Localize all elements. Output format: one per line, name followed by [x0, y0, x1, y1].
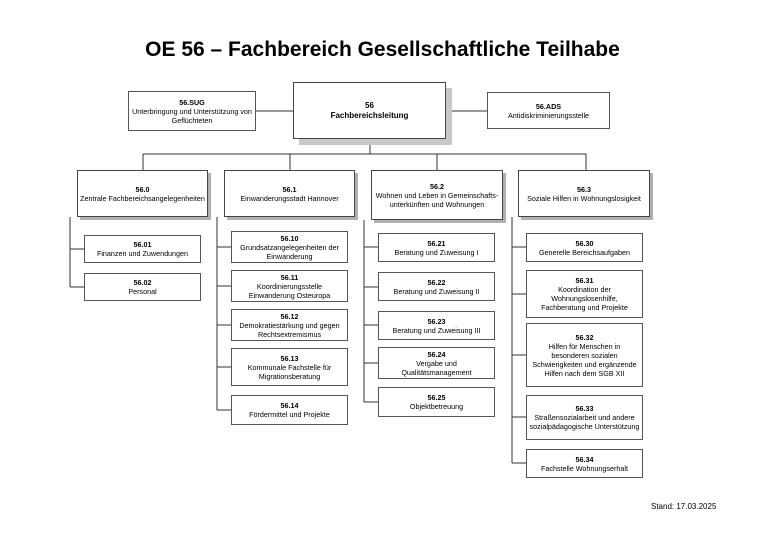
- unit-code: 56.24: [427, 349, 446, 359]
- unit-box-56-33: 56.33 Straßensozialarbeit und andere soz…: [526, 395, 643, 440]
- unit-name: Beratung und Zuweisung II: [393, 286, 480, 296]
- dept-box-56-2: 56.2 Wohnen und Leben in Gemeinschafts-u…: [371, 170, 503, 220]
- unit-code: 56.14: [280, 401, 299, 410]
- unit-name: Finanzen und Zuwendungen: [96, 249, 189, 258]
- unit-code: 56.22: [427, 277, 446, 287]
- unit-code: 56.12: [280, 311, 299, 321]
- stand-date: Stand: 17.03.2025: [651, 502, 717, 511]
- unit-code: 56.10: [280, 233, 299, 243]
- unit-name: Beratung und Zuweisung I: [394, 247, 479, 257]
- unit-name: Koordinierungsstelle Einwanderung Osteur…: [248, 281, 331, 300]
- dept-name: Zentrale Fachbereichsangelegenheiten: [80, 193, 205, 203]
- dept-name: Soziale Hilfen in Wohnungslosigkeit: [527, 193, 641, 203]
- unit-box-56-25: 56.25 Objektbetreuung: [378, 387, 495, 417]
- page-title: OE 56 – Fachbereich Gesellschaftliche Te…: [145, 38, 620, 61]
- unit-name: Grundsatzangelegenheiten der Einwanderun…: [240, 242, 339, 261]
- unit-code: 56.31: [575, 276, 594, 285]
- unit-code: 56.02: [133, 278, 152, 287]
- unit-name: Straßensozialarbeit und andere sozialpäd…: [529, 413, 640, 431]
- unit-name: Unterbringung und Unterstützung von Gefl…: [132, 106, 252, 125]
- staff-box-56-ads: 56.ADS Antidiskriminierungsstelle: [487, 92, 610, 129]
- unit-box-56-12: 56.12 Demokratiestärkung und gegen Recht…: [231, 309, 348, 341]
- unit-box-56-24: 56.24 Vergabe und Qualitätsmanagement: [378, 347, 495, 379]
- unit-name: Antidiskriminierungsstelle: [507, 110, 590, 120]
- dept-name: Einwanderungsstadt Hannover: [240, 193, 339, 203]
- unit-code: 56.34: [575, 454, 594, 464]
- unit-box-56-30: 56.30 Generelle Bereichsaufgaben: [526, 233, 643, 262]
- dept-code: 56.0: [135, 184, 150, 194]
- unit-code: 56.SUG: [179, 97, 205, 107]
- unit-box-56-32: 56.32 Hilfen für Menschen in besonderen …: [526, 323, 643, 387]
- unit-code: 56.23: [427, 316, 446, 326]
- unit-box-56-23: 56.23 Beratung und Zuweisung III: [378, 311, 495, 340]
- head-box-56: 56 Fachbereichsleitung: [293, 82, 446, 139]
- unit-name: Fachstelle Wohnungserhalt: [541, 463, 628, 473]
- dept-box-56-3: 56.3 Soziale Hilfen in Wohnungslosigkeit: [518, 170, 650, 217]
- unit-code: 56.13: [280, 353, 299, 363]
- unit-box-56-21: 56.21 Beratung und Zuweisung I: [378, 233, 495, 262]
- unit-name: Demokratiestärkung und gegen Rechtsextre…: [239, 320, 340, 339]
- dept-box-56-0: 56.0 Zentrale Fachbereichsangelegenheite…: [77, 170, 208, 217]
- unit-code: 56.21: [427, 238, 446, 248]
- dept-code: 56.3: [577, 184, 591, 194]
- unit-name: Beratung und Zuweisung III: [392, 325, 481, 335]
- unit-box-56-11: 56.11 Koordinierungsstelle Einwanderung …: [231, 270, 348, 302]
- head-name: Fachbereichsleitung: [330, 110, 409, 120]
- unit-code: 56.32: [575, 332, 594, 342]
- unit-box-56-31: 56.31 Koordination der Wohnungslosenhilf…: [526, 270, 643, 318]
- unit-name: Objektbetreuung: [409, 402, 464, 411]
- unit-name: Vergabe und Qualitätsmanagement: [401, 358, 472, 377]
- unit-code: 56.33: [575, 404, 594, 413]
- unit-code: 56.ADS: [535, 101, 562, 111]
- unit-name: Generelle Bereichsaufgaben: [538, 247, 631, 257]
- unit-code: 56.25: [427, 393, 446, 402]
- dept-code: 56.2: [430, 181, 444, 191]
- head-code: 56: [365, 100, 374, 110]
- unit-name: Fördermittel und Projekte: [249, 410, 330, 419]
- unit-name: Personal: [128, 287, 157, 296]
- unit-box-56-22: 56.22 Beratung und Zuweisung II: [378, 272, 495, 301]
- unit-box-56-01: 56.01 Finanzen und Zuwendungen: [84, 235, 201, 263]
- unit-box-56-13: 56.13 Kommunale Fachstelle für Migration…: [231, 348, 348, 386]
- unit-name: Koordination der Wohnungslosenhilfe, Fac…: [541, 285, 628, 312]
- unit-box-56-02: 56.02 Personal: [84, 273, 201, 301]
- dept-name: Wohnen und Leben in Gemeinschafts-unterk…: [375, 190, 499, 209]
- dept-box-56-1: 56.1 Einwanderungsstadt Hannover: [224, 170, 355, 217]
- unit-code: 56.30: [575, 238, 594, 248]
- unit-code: 56.01: [133, 240, 152, 249]
- unit-name: Hilfen für Menschen in besonderen sozial…: [532, 341, 637, 378]
- dept-code: 56.1: [282, 184, 297, 194]
- unit-box-56-10: 56.10 Grundsatzangelegenheiten der Einwa…: [231, 231, 348, 263]
- staff-box-56-sug: 56.SUG Unterbringung und Unterstützung v…: [128, 91, 256, 131]
- unit-name: Kommunale Fachstelle für Migrationsberat…: [247, 362, 332, 381]
- unit-code: 56.11: [280, 272, 299, 282]
- unit-box-56-14: 56.14 Fördermittel und Projekte: [231, 395, 348, 425]
- unit-box-56-34: 56.34 Fachstelle Wohnungserhalt: [526, 449, 643, 478]
